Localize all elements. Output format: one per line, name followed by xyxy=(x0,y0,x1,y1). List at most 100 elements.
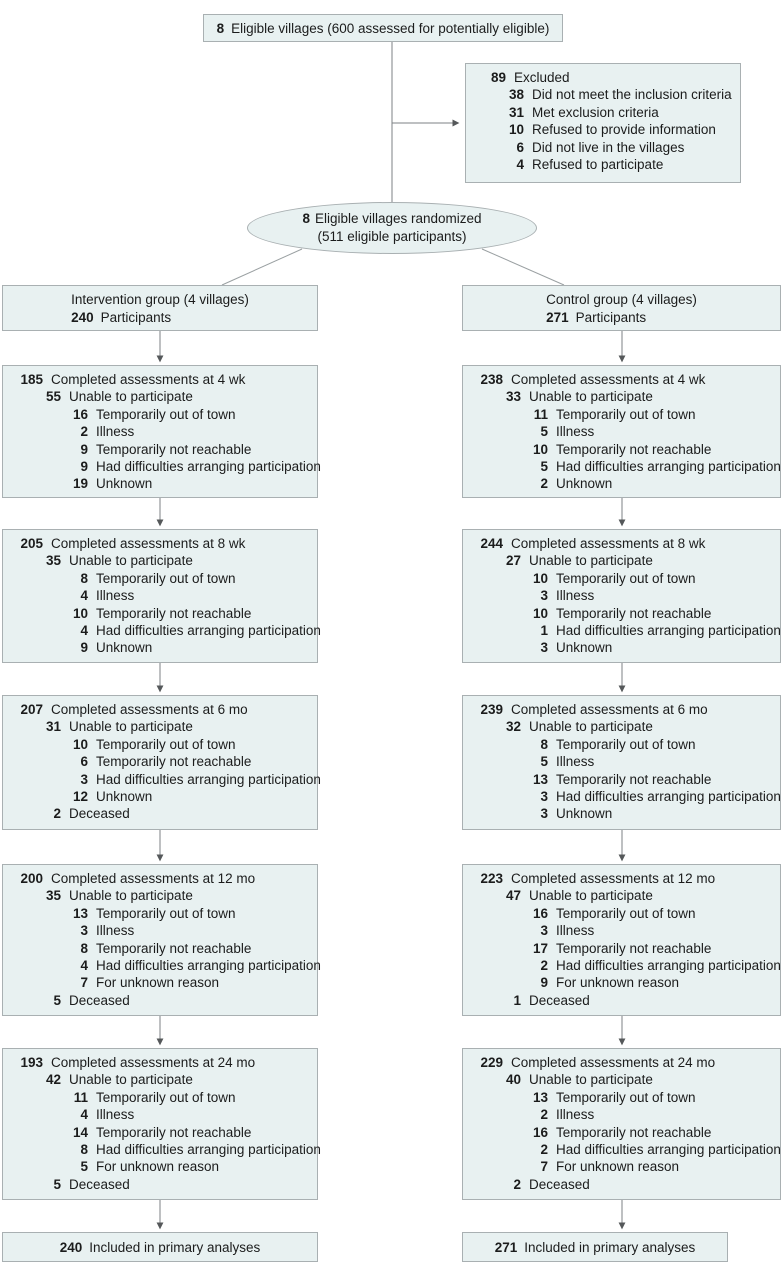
count-value: 7 xyxy=(80,975,88,991)
count-value: 2 xyxy=(540,1142,548,1158)
line-label: Temporarily not reachable xyxy=(96,605,252,621)
line-label: Unknown xyxy=(96,789,153,805)
count-value: 9 xyxy=(80,459,88,475)
line-label: Temporarily not reachable xyxy=(556,771,712,787)
count-value: 5 xyxy=(540,424,548,440)
count-value: 16 xyxy=(532,905,548,921)
count-value: 10 xyxy=(532,605,548,621)
count-value: 10 xyxy=(508,122,524,138)
count-value: 8 xyxy=(302,211,310,226)
line-label: Illness xyxy=(556,424,595,440)
line-label: Unknown xyxy=(96,476,153,492)
count-value: 239 xyxy=(480,702,503,717)
count-value: 27 xyxy=(505,553,521,569)
line-label: Completed assessments at 24 mo xyxy=(511,1055,716,1070)
line-label: Unable to participate xyxy=(69,719,193,735)
line-label: Illness xyxy=(96,923,135,939)
count-value: 193 xyxy=(20,1055,43,1070)
line-label: Completed assessments at 4 wk xyxy=(51,372,246,387)
count-value: 11 xyxy=(73,1089,88,1105)
line-label: Unable to participate xyxy=(69,553,193,569)
count-value: 4 xyxy=(80,623,88,639)
connector-randomized-to-intervention xyxy=(221,248,303,286)
count-value: 4 xyxy=(516,157,524,173)
line-label: Had difficulties arranging participation xyxy=(556,789,781,805)
count-value: 16 xyxy=(532,1124,548,1140)
count-value: 33 xyxy=(505,389,521,405)
count-value: 40 xyxy=(505,1072,521,1088)
line-label: Temporarily out of town xyxy=(96,736,236,752)
line-label: Unknown xyxy=(556,640,613,656)
line-label: Completed assessments at 12 mo xyxy=(51,871,256,886)
line-label: Completed assessments at 8 wk xyxy=(51,536,246,551)
flow-line-item: 13 Temporarily not reachable xyxy=(471,771,776,788)
count-value: 13 xyxy=(72,905,88,921)
count-value: 4 xyxy=(80,958,88,974)
count-value: 6 xyxy=(80,754,88,770)
count-value: 240 xyxy=(59,1239,83,1255)
count-value: 2 xyxy=(540,1107,548,1123)
line-label: Unknown xyxy=(556,476,613,492)
flow-line-item: 9 For unknown reason xyxy=(471,974,776,991)
count-value: 13 xyxy=(532,771,548,787)
count-value: 9 xyxy=(540,975,548,991)
control-group-box: Control group (4 villages) 271 Participan… xyxy=(462,285,781,331)
line-label: Had difficulties arranging participation xyxy=(556,459,781,475)
line-label: Deceased xyxy=(529,1176,590,1192)
line-label: Unable to participate xyxy=(69,389,193,405)
count-value: 229 xyxy=(480,1055,503,1070)
eligible-villages-label: Eligible villages (600 assessed for pote… xyxy=(231,20,550,36)
count-value: 271 xyxy=(546,309,569,325)
line-label: Temporarily not reachable xyxy=(556,605,712,621)
line-label: Unable to participate xyxy=(529,389,653,405)
count-value: 9 xyxy=(80,640,88,656)
line-label: Unable to participate xyxy=(529,553,653,569)
count-value: 3 xyxy=(540,806,548,822)
line-label: For unknown reason xyxy=(556,975,680,991)
count-value: 2 xyxy=(540,958,548,974)
line-label: Met exclusion criteria xyxy=(532,104,659,120)
line-label: Had difficulties arranging participation xyxy=(556,958,781,974)
group-title: Control group (4 villages) xyxy=(546,292,697,307)
count-value: 2 xyxy=(53,806,61,822)
line-label: Temporarily out of town xyxy=(96,570,236,586)
line-label: Illness xyxy=(556,1107,595,1123)
line-label: Temporarily not reachable xyxy=(556,940,712,956)
count-value: 3 xyxy=(80,771,88,787)
line-label: Temporarily not reachable xyxy=(96,441,252,457)
line-label: For unknown reason xyxy=(556,1159,680,1175)
count-value: 38 xyxy=(508,87,524,103)
line-label: Completed assessments at 6 mo xyxy=(51,702,248,717)
line-label: Had difficulties arranging participation xyxy=(556,623,781,639)
line-label: Illness xyxy=(96,1107,135,1123)
participants-label: Participants xyxy=(575,309,647,325)
